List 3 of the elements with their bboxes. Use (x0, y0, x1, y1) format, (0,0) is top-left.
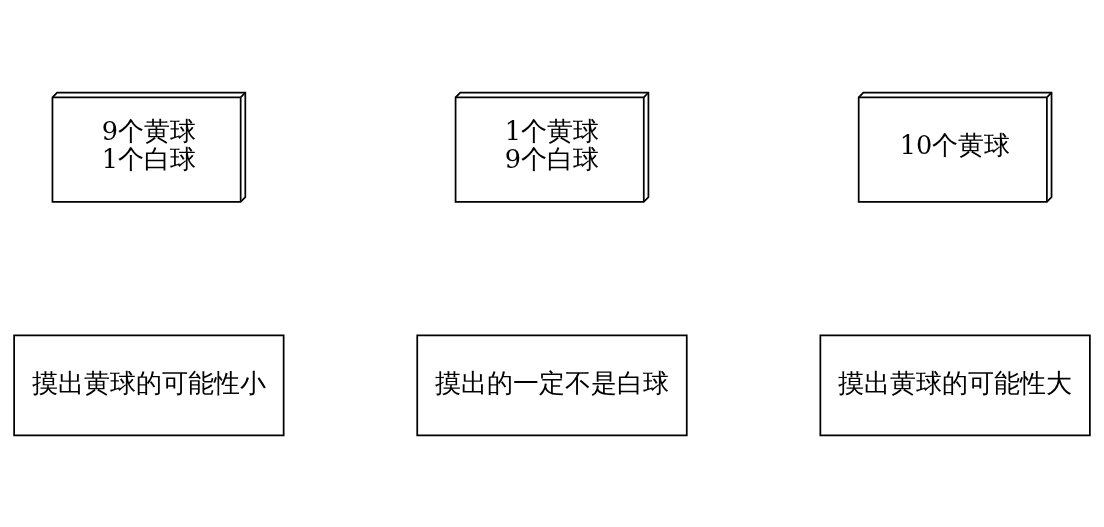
node-box: 摸出黄球的可能性大 (819, 334, 1091, 436)
node-box: 摸出的一定不是白球 (416, 334, 688, 436)
node-box: 摸出黄球的可能性小 (13, 334, 285, 436)
